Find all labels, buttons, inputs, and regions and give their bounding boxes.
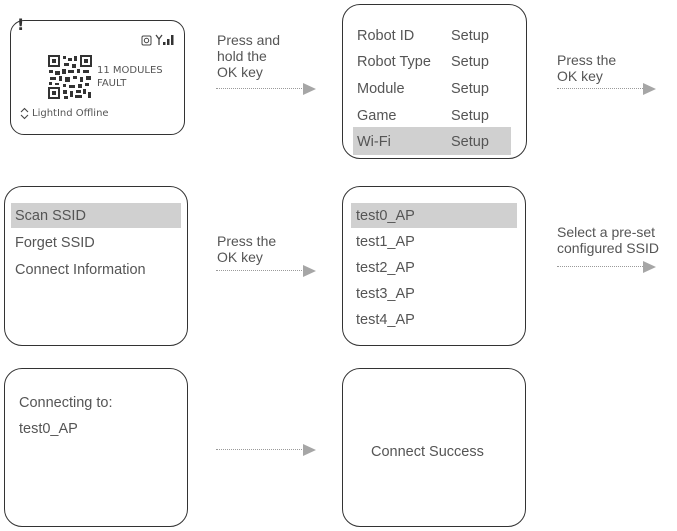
step4-instruction: Select a pre-set configured SSID xyxy=(557,224,659,256)
ssid-list-screen: test0_AP test1_AP test2_AP test3_AP test… xyxy=(342,186,526,346)
alert-icon: ! xyxy=(17,15,25,34)
setup-row-robot-id-value: Setup xyxy=(451,28,489,44)
connecting-label: Connecting to: xyxy=(19,395,113,411)
camera-icon xyxy=(141,35,152,46)
ssid-item-test4: test4_AP xyxy=(356,312,415,328)
step3-instruction: Press the OK key xyxy=(217,233,276,265)
setup-menu-selection-highlight xyxy=(353,127,511,155)
wifi-menu-scan-ssid: Scan SSID xyxy=(15,208,86,224)
step5-arrow xyxy=(216,444,316,456)
ssid-item-test1: test1_AP xyxy=(356,234,415,250)
signal-icon xyxy=(155,34,174,45)
setup-row-module-value: Setup xyxy=(451,81,489,97)
step1-instruction: Press and hold the OK key xyxy=(217,32,280,80)
setup-row-wifi-value: Setup xyxy=(451,134,489,150)
ssid-item-test0: test0_AP xyxy=(356,208,415,224)
wifi-menu-connect-information: Connect Information xyxy=(15,262,146,278)
step1-line3: OK key xyxy=(217,64,263,80)
setup-row-wifi-label: Wi-Fi xyxy=(357,134,391,150)
connecting-ssid: test0_AP xyxy=(19,421,78,437)
setup-row-robot-type-value: Setup xyxy=(451,54,489,70)
step3-line1: Press the xyxy=(217,233,277,249)
wifi-menu-forget-ssid: Forget SSID xyxy=(15,235,95,251)
step4-arrow xyxy=(557,261,657,273)
setup-row-module-label: Module xyxy=(357,81,405,97)
connect-success-message: Connect Success xyxy=(371,444,484,460)
step2-line2: OK key xyxy=(557,68,603,84)
qr-code-icon xyxy=(48,55,92,99)
step4-line2: configured SSID xyxy=(557,240,659,256)
wifi-menu-selection-highlight xyxy=(11,203,181,228)
setup-row-robot-id-label: Robot ID xyxy=(357,28,415,44)
step2-arrow xyxy=(557,83,657,95)
setup-row-game-value: Setup xyxy=(451,108,489,124)
step4-line1: Select a pre-set xyxy=(557,224,656,240)
modules-count-text: 11 MODULES xyxy=(97,65,163,76)
success-screen: Connect Success xyxy=(342,368,526,527)
status-screen: ! 11 MODULES FAULT LightInd Offline xyxy=(10,15,185,135)
connecting-screen: Connecting to: test0_AP xyxy=(4,368,188,527)
step3-arrow xyxy=(216,265,316,277)
step2-line1: Press the xyxy=(557,52,617,68)
modules-fault-text: FAULT xyxy=(97,78,127,89)
ssid-list-selection-highlight xyxy=(351,203,517,228)
light-status-text: LightInd Offline xyxy=(32,108,109,119)
step2-instruction: Press the OK key xyxy=(557,52,616,84)
up-down-chevron-icon xyxy=(20,107,29,120)
step1-arrow xyxy=(216,83,316,95)
setup-menu-screen: Robot ID Setup Robot Type Setup Module S… xyxy=(342,4,527,159)
setup-row-game-label: Game xyxy=(357,108,397,124)
step1-line2: hold the xyxy=(217,48,267,64)
step3-line2: OK key xyxy=(217,249,263,265)
ssid-item-test2: test2_AP xyxy=(356,260,415,276)
ssid-item-test3: test3_AP xyxy=(356,286,415,302)
step1-line1: Press and xyxy=(217,32,281,48)
setup-row-robot-type-label: Robot Type xyxy=(357,54,431,70)
wifi-menu-screen: Scan SSID Forget SSID Connect Informatio… xyxy=(4,186,188,346)
